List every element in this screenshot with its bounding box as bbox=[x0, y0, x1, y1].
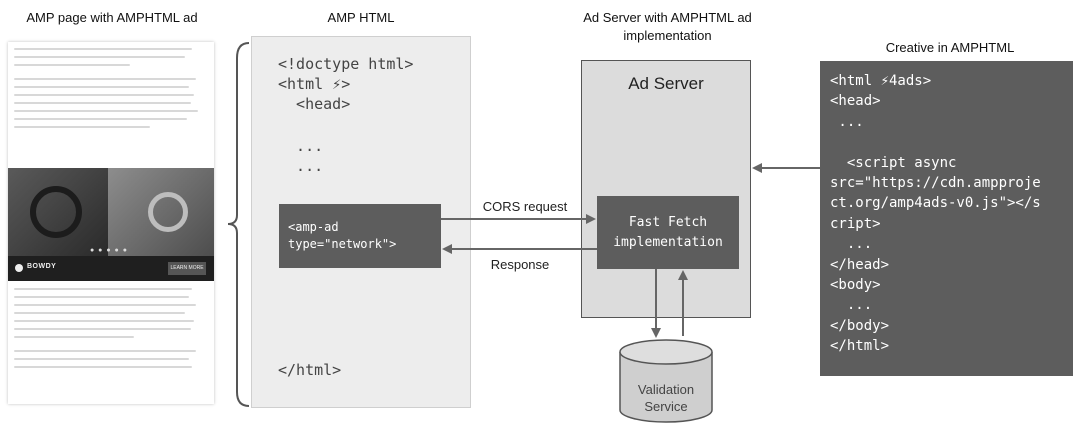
creative-code-line: <head> bbox=[830, 93, 881, 110]
ad-footer: BOWDY LEARN MORE bbox=[8, 256, 214, 281]
creative-code: <html ⚡4ads> <head> ... <script async src=… bbox=[830, 71, 1041, 357]
code-html-close: </html> bbox=[278, 361, 342, 379]
ad-server-box bbox=[581, 60, 751, 318]
validation-service-label-line2: Service bbox=[644, 399, 688, 414]
fast-fetch-line2: implementation bbox=[613, 235, 723, 250]
placeholder-text-bottom bbox=[14, 288, 208, 374]
amp-html-heading: AMP HTML bbox=[327, 10, 395, 25]
ad-server-heading-line1: Ad Server with AMPHTML ad bbox=[583, 10, 752, 25]
creative-code-line: ct.org/amp4ads-v0.js"></s bbox=[830, 195, 1041, 212]
placeholder-text-top bbox=[14, 48, 208, 134]
creative-code-line: ... bbox=[830, 236, 873, 253]
code-head-open: <head> bbox=[278, 95, 351, 113]
carousel-dots[interactable]: ● ● ● ● ● bbox=[90, 247, 128, 254]
validation-service-label-line1: Validation bbox=[637, 382, 695, 397]
creative-code-line: cript> bbox=[830, 215, 881, 232]
steering-wheel-icon bbox=[30, 186, 82, 238]
cors-request-label: CORS request bbox=[482, 199, 568, 214]
ad-server-heading-line2: implementation bbox=[623, 28, 712, 43]
creative-code-line: </head> bbox=[830, 256, 890, 273]
fast-fetch-line1: Fast Fetch bbox=[628, 215, 708, 230]
creative-heading: Creative in AMPHTML bbox=[885, 40, 1015, 55]
code-doctype: <!doctype html> bbox=[278, 55, 414, 73]
amp-ad-element[interactable]: <amp-ad type="network"> bbox=[279, 204, 441, 268]
creative-code-line: ... bbox=[830, 113, 864, 130]
code-ellipsis: ... bbox=[278, 157, 324, 175]
creative-code-line: src="https://cdn.ampproje bbox=[830, 175, 1041, 192]
response-label: Response bbox=[490, 257, 550, 272]
validation-service-database-icon bbox=[619, 339, 713, 423]
creative-code-line: ... bbox=[830, 297, 873, 314]
ad-banner[interactable]: ● ● ● ● ● BOWDY LEARN MORE bbox=[8, 168, 214, 281]
fast-fetch-box: Fast Fetch implementation bbox=[597, 196, 739, 269]
amp-ad-code-line2: type="network"> bbox=[288, 237, 397, 251]
ad-cta-button[interactable]: LEARN MORE bbox=[168, 262, 206, 275]
ad-server-title: Ad Server bbox=[628, 74, 704, 93]
creative-code-line: <body> bbox=[830, 277, 881, 294]
amp-page-heading: AMP page with AMPHTML ad bbox=[26, 10, 198, 25]
amp-page-preview: ● ● ● ● ● BOWDY LEARN MORE bbox=[8, 42, 214, 404]
creative-code-line bbox=[830, 132, 1041, 152]
code-ellipsis: ... bbox=[278, 137, 324, 155]
creative-code-box: <html ⚡4ads> <head> ... <script async src=… bbox=[820, 61, 1073, 376]
creative-code-line: <html ⚡4ads> bbox=[830, 73, 932, 89]
creative-code-line: </html> bbox=[830, 338, 890, 355]
creative-code-line: </body> bbox=[830, 317, 890, 334]
ad-brand-name: BOWDY bbox=[27, 263, 57, 270]
wheel-rim-icon bbox=[148, 192, 188, 232]
creative-code-line: <script async bbox=[830, 154, 957, 171]
brace-connector bbox=[227, 42, 250, 407]
brand-logo-icon bbox=[15, 264, 23, 272]
amp-ad-code-line1: <amp-ad bbox=[288, 220, 339, 234]
code-html-open: <html ⚡> bbox=[278, 75, 351, 93]
